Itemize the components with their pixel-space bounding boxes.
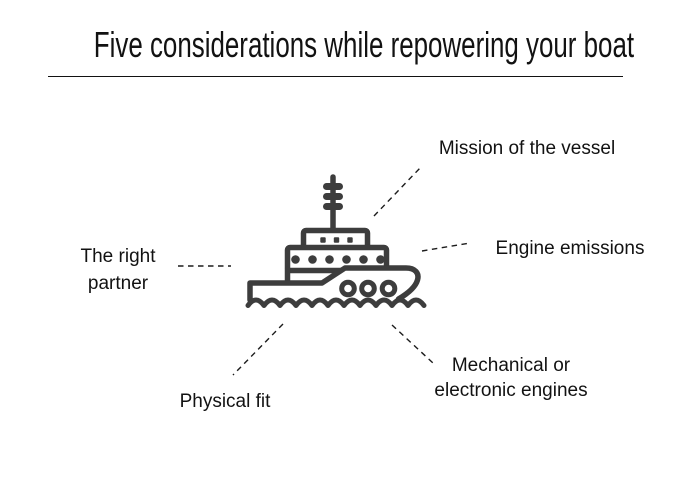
- page-title: Five considerations while repowering you…: [93, 24, 635, 65]
- label-mission-of-vessel: Mission of the vessel: [438, 138, 616, 159]
- boat-cabin-windows: [320, 237, 353, 243]
- boat-hull-portholes: [339, 279, 398, 298]
- label-right-partner: The right partner: [80, 246, 156, 294]
- label-mechanical-engines: Mechanical or electronic engines: [434, 355, 588, 401]
- tugboat-icon: [240, 174, 428, 316]
- boat-hull: [247, 265, 421, 303]
- label-engine-emissions: Engine emissions: [495, 238, 645, 259]
- water-waves: [245, 297, 427, 308]
- boat-mast-knobs: [323, 183, 343, 210]
- label-physical-fit: Physical fit: [179, 391, 271, 412]
- connector-physical: [232, 323, 284, 376]
- boat-porthole-dots: [291, 255, 385, 264]
- title-underline: [48, 76, 623, 77]
